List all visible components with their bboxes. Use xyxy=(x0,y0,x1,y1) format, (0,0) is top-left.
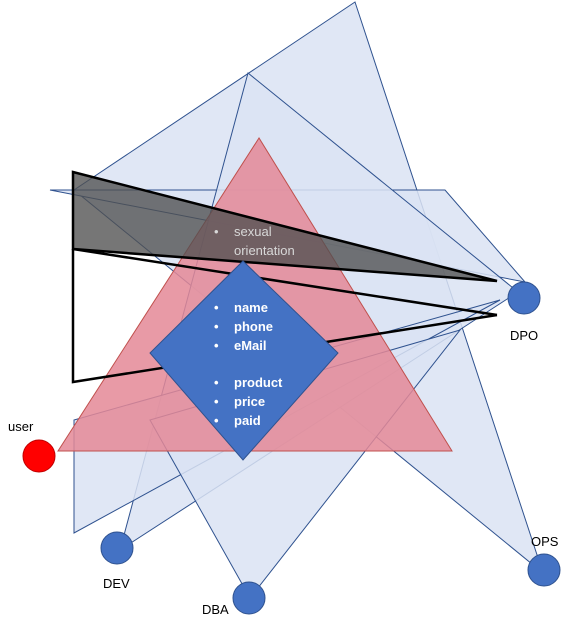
sensitive-access-wedge xyxy=(71,170,498,283)
ops-label: OPS xyxy=(531,534,559,549)
personal-data-list: • name • phone • eMail xyxy=(214,300,273,353)
sensitive-item-line-2: orientation xyxy=(234,243,295,258)
dev-node[interactable] xyxy=(100,531,134,565)
dpo-node[interactable] xyxy=(507,281,541,315)
svg-text:•: • xyxy=(214,224,219,239)
user-label: user xyxy=(8,419,34,434)
dpo-label: DPO xyxy=(510,328,538,343)
order-data-list: • product • price • paid xyxy=(214,375,283,428)
order-item-price: price xyxy=(234,394,265,409)
dba-label: DBA xyxy=(202,602,229,617)
svg-text:•: • xyxy=(214,300,219,315)
user-to-dpo-access-line xyxy=(71,249,498,384)
dev-label: DEV xyxy=(103,576,130,591)
order-item-product: product xyxy=(234,375,283,390)
svg-text:•: • xyxy=(214,394,219,409)
data-diamond xyxy=(149,260,339,461)
personal-item-phone: phone xyxy=(234,319,273,334)
dpo-access-line xyxy=(72,247,498,317)
dba-node[interactable] xyxy=(232,581,266,615)
svg-text:•: • xyxy=(214,319,219,334)
order-item-paid: paid xyxy=(234,413,261,428)
sensitive-data-text: • sexual orientation xyxy=(214,224,295,258)
svg-text:•: • xyxy=(214,338,219,353)
user-node[interactable] xyxy=(22,439,56,473)
sensitive-item-line-1: sexual xyxy=(234,224,272,239)
personal-item-email: eMail xyxy=(234,338,267,353)
svg-text:•: • xyxy=(214,375,219,390)
personal-item-name: name xyxy=(234,300,268,315)
svg-text:•: • xyxy=(214,413,219,428)
ops-node[interactable] xyxy=(527,553,561,587)
